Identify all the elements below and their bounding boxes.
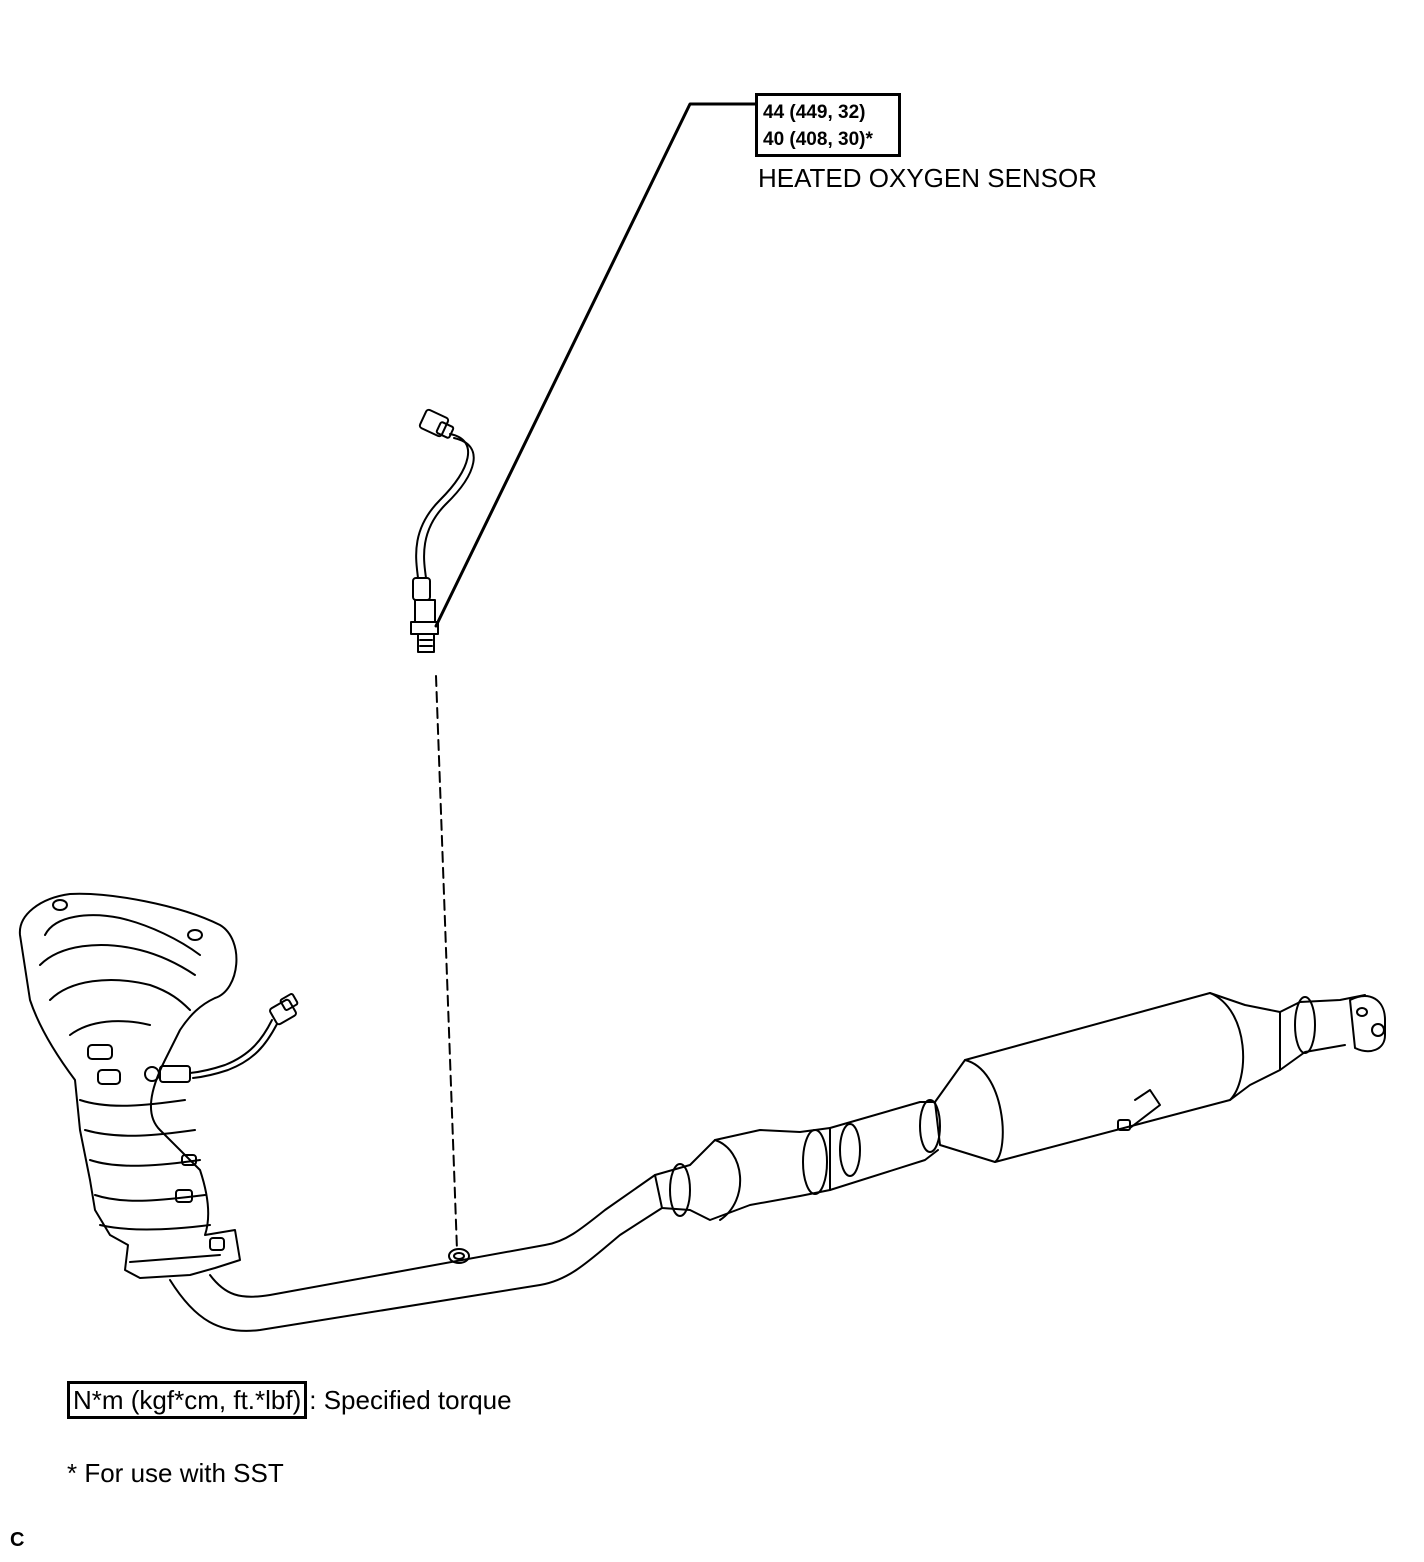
torque-legend: N*m (kgf*cm, ft.*lbf) : Specified torque [67, 1381, 512, 1419]
front-catalytic-converter [654, 1127, 831, 1221]
installation-guide-dashed-line [435, 675, 458, 1251]
torque-leader-line [434, 102, 757, 628]
intermediate-pipe [829, 1099, 941, 1191]
torque-spec-box: 44 (449, 32) 40 (408, 30)* [755, 93, 901, 157]
sensor-body [410, 577, 439, 653]
sst-footnote: * For use with SST [67, 1458, 284, 1488]
legend-text: : Specified torque [309, 1384, 512, 1415]
torque-value-sst: 40 (408, 30)* [763, 129, 873, 150]
front-exhaust-pipe [169, 1174, 663, 1332]
tail-pipe-flange [1279, 994, 1386, 1071]
legend-unit-box: N*m (kgf*cm, ft.*lbf) [67, 1381, 308, 1419]
part-label-heated-oxygen-sensor: HEATED OXYGEN SENSOR [758, 163, 1098, 193]
sensor-connector [418, 408, 455, 439]
sensor-wire [415, 433, 475, 579]
sensor-boss [448, 1248, 470, 1264]
installed-upstream-sensor [144, 993, 299, 1083]
exhaust-manifold [18, 892, 241, 1279]
torque-value-standard: 44 (449, 32) [763, 102, 866, 123]
figure-code: C [10, 1529, 25, 1551]
rear-catalytic-converter [934, 992, 1281, 1163]
heated-oxygen-sensor [410, 408, 475, 653]
